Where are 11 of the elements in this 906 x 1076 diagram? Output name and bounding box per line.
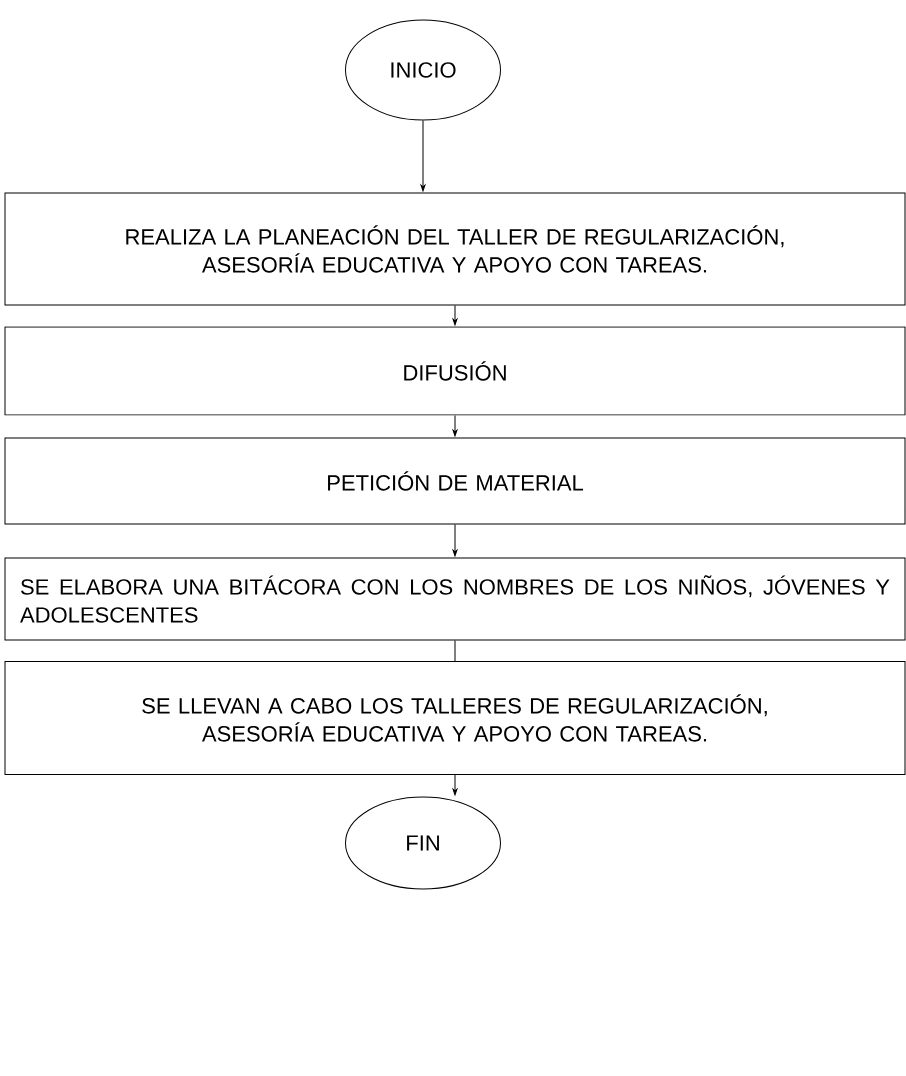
process-box: REALIZA LA PLANEACIÓN DEL TALLER DE REGULARIZACIÓN, ASESORÍA EDUCATIVA Y APOYO CON TAREAS.	[4, 192, 906, 306]
arrow	[452, 305, 458, 326]
arrow	[452, 774, 458, 796]
connector-line	[454, 640, 456, 662]
arrow	[420, 120, 426, 192]
arrow	[452, 524, 458, 557]
process-box: DIFUSIÓN	[4, 326, 906, 416]
process-box: SE LLEVAN A CABO LOS TALLERES DE REGULARIZACIÓN, ASESORÍA EDUCATIVA Y APOYO CON TAREAS.	[4, 661, 906, 775]
arrow	[452, 415, 458, 437]
process-box: PETICIÓN DE MATERIAL	[4, 437, 906, 525]
process-box: SE ELABORA UNA BITÁCORA CON LOS NOMBRES DE LOS NIÑOS, JÓVENES Y ADOLESCENTES	[4, 557, 906, 641]
